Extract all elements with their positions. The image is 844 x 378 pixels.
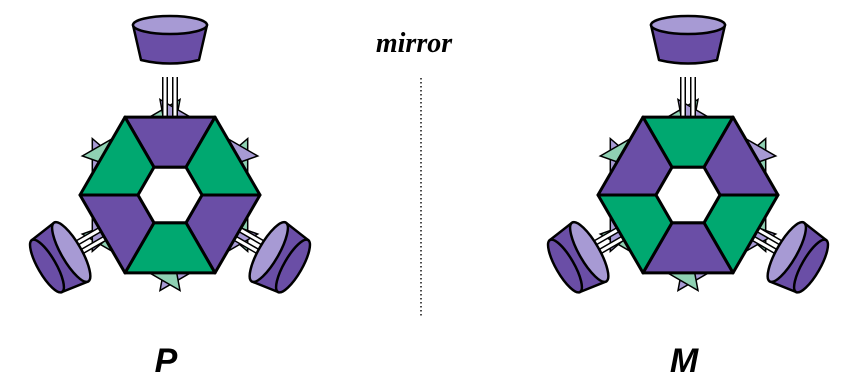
- cap-end: [546, 238, 584, 294]
- central-hole: [654, 165, 722, 225]
- cap-end: [28, 238, 66, 294]
- side-cap: [28, 220, 92, 294]
- left-enantiomer: [28, 14, 312, 294]
- cap-body: [649, 23, 727, 65]
- side-cap: [766, 220, 830, 294]
- left-enantiomer-label: P: [155, 342, 178, 378]
- central-hole: [136, 165, 204, 225]
- cap-face: [131, 14, 209, 36]
- front-hexagon-ring: [596, 115, 780, 275]
- cap-end: [274, 238, 312, 294]
- front-hexagon-ring: [78, 115, 262, 275]
- cap-face: [248, 220, 290, 284]
- side-cap: [248, 220, 312, 294]
- cap-face: [649, 14, 727, 36]
- cylinder-caps: [546, 14, 830, 294]
- right-enantiomer-label: M: [670, 342, 699, 378]
- cap-face: [50, 220, 92, 284]
- top-cap: [649, 14, 727, 65]
- cylinder-caps: [28, 14, 312, 294]
- cap-face: [568, 220, 610, 284]
- mirror-label: mirror: [376, 28, 453, 59]
- cap-face: [766, 220, 808, 284]
- side-cap: [546, 220, 610, 294]
- top-cap: [131, 14, 209, 65]
- cap-end: [792, 238, 830, 294]
- cap-body: [131, 23, 209, 65]
- right-enantiomer: [546, 14, 830, 294]
